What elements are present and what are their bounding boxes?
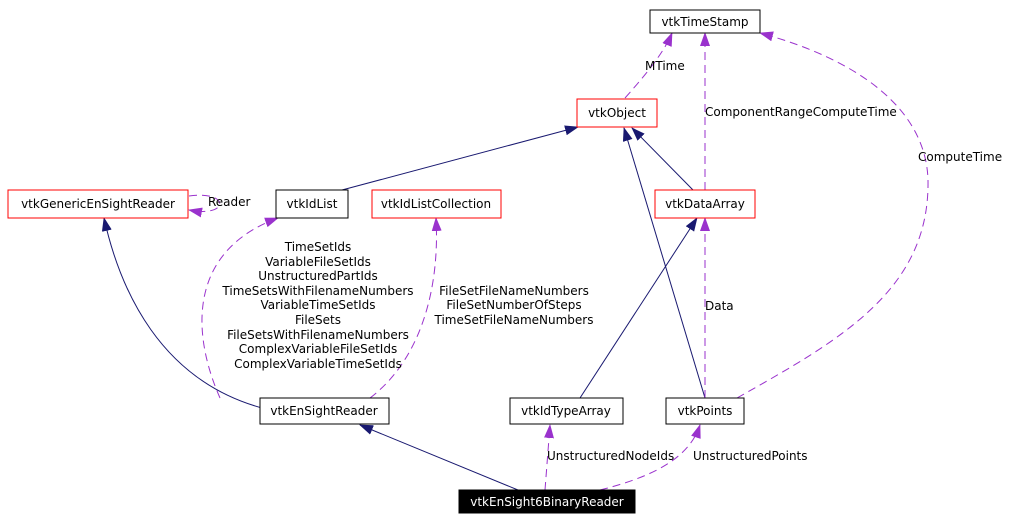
idlist-member-label: UnstructuredPartIds xyxy=(258,269,378,283)
idlist-member-label: ComplexVariableFileSetIds xyxy=(239,342,397,356)
edge-generic-reader-self xyxy=(188,194,220,218)
collection-member-label: TimeSetFileNameNumbers xyxy=(433,313,593,327)
node-label: vtkIdTypeArray xyxy=(521,404,611,418)
edge-label-idlist-members: TimeSetIds VariableFileSetIds Unstructur… xyxy=(221,240,413,371)
edge-label-compute-time: ComputeTime xyxy=(918,150,1002,164)
node-label: vtkDataArray xyxy=(665,197,745,211)
node-label: vtkPoints xyxy=(678,404,733,418)
node-vtk-data-array[interactable]: vtkDataArray xyxy=(654,189,756,219)
idlist-member-label: FileSets xyxy=(295,313,341,327)
idlist-member-label: ComplexVariableTimeSetIds xyxy=(234,357,402,371)
node-vtk-time-stamp[interactable]: vtkTimeStamp xyxy=(649,9,761,34)
edge-dataarray-to-object xyxy=(631,127,694,191)
edge-label-data: Data xyxy=(705,299,734,313)
node-label: vtkEnSight6BinaryReader xyxy=(470,495,624,509)
node-vtk-ensight6-binary-reader[interactable]: vtkEnSight6BinaryReader xyxy=(458,489,636,514)
node-vtk-points[interactable]: vtkPoints xyxy=(665,397,745,425)
node-vtk-id-type-array[interactable]: vtkIdTypeArray xyxy=(509,397,624,425)
node-vtk-object[interactable]: vtkObject xyxy=(576,98,658,128)
collection-member-label: FileSetFileNameNumbers xyxy=(439,284,589,298)
edge-idtypearray-to-dataarray xyxy=(579,217,698,399)
idlist-member-label: FileSetsWithFilenameNumbers xyxy=(227,328,409,342)
edge-label-unstructured-points: UnstructuredPoints xyxy=(693,449,808,463)
edge-idlist-to-object xyxy=(341,125,579,191)
edge-label-component-range-compute-time: ComponentRangeComputeTime xyxy=(705,105,897,119)
node-label: vtkObject xyxy=(588,106,646,120)
node-label: vtkTimeStamp xyxy=(661,15,748,29)
idlist-member-label: TimeSetsWithFilenameNumbers xyxy=(221,284,413,298)
edge-label-reader: Reader xyxy=(208,195,251,209)
edge-label-mtime: MTime xyxy=(645,59,685,73)
edge-label-collection-members: FileSetFileNameNumbers FileSetNumberOfSt… xyxy=(433,284,593,327)
node-label: vtkIdListCollection xyxy=(381,197,491,211)
node-vtk-id-list[interactable]: vtkIdList xyxy=(275,189,349,219)
edge-points-computetime xyxy=(736,31,929,399)
edge-label-unstructured-node-ids: UnstructuredNodeIds xyxy=(547,449,674,463)
node-vtk-ensight-reader[interactable]: vtkEnSightReader xyxy=(259,397,390,425)
edge-binaryreader-points xyxy=(599,424,701,491)
node-vtk-id-list-collection[interactable]: vtkIdListCollection xyxy=(371,189,502,219)
edge-ensightreader-to-generic xyxy=(101,217,263,409)
edge-ensightreader-collection xyxy=(369,217,442,399)
node-label: vtkGenericEnSightReader xyxy=(21,197,175,211)
edge-points-to-object xyxy=(622,127,706,399)
node-label: vtkEnSightReader xyxy=(270,404,377,418)
edge-binaryreader-idtypearray xyxy=(544,424,554,491)
idlist-member-label: VariableFileSetIds xyxy=(265,255,371,269)
edge-ensightreader-idlist xyxy=(201,217,279,399)
idlist-member-label: VariableTimeSetIds xyxy=(260,298,375,312)
idlist-member-label: TimeSetIds xyxy=(284,240,351,254)
edge-binaryreader-to-ensightreader xyxy=(359,424,519,491)
collection-member-label: FileSetNumberOfSteps xyxy=(446,298,581,312)
node-label: vtkIdList xyxy=(287,197,338,211)
node-vtk-generic-ensight-reader[interactable]: vtkGenericEnSightReader xyxy=(7,189,189,219)
